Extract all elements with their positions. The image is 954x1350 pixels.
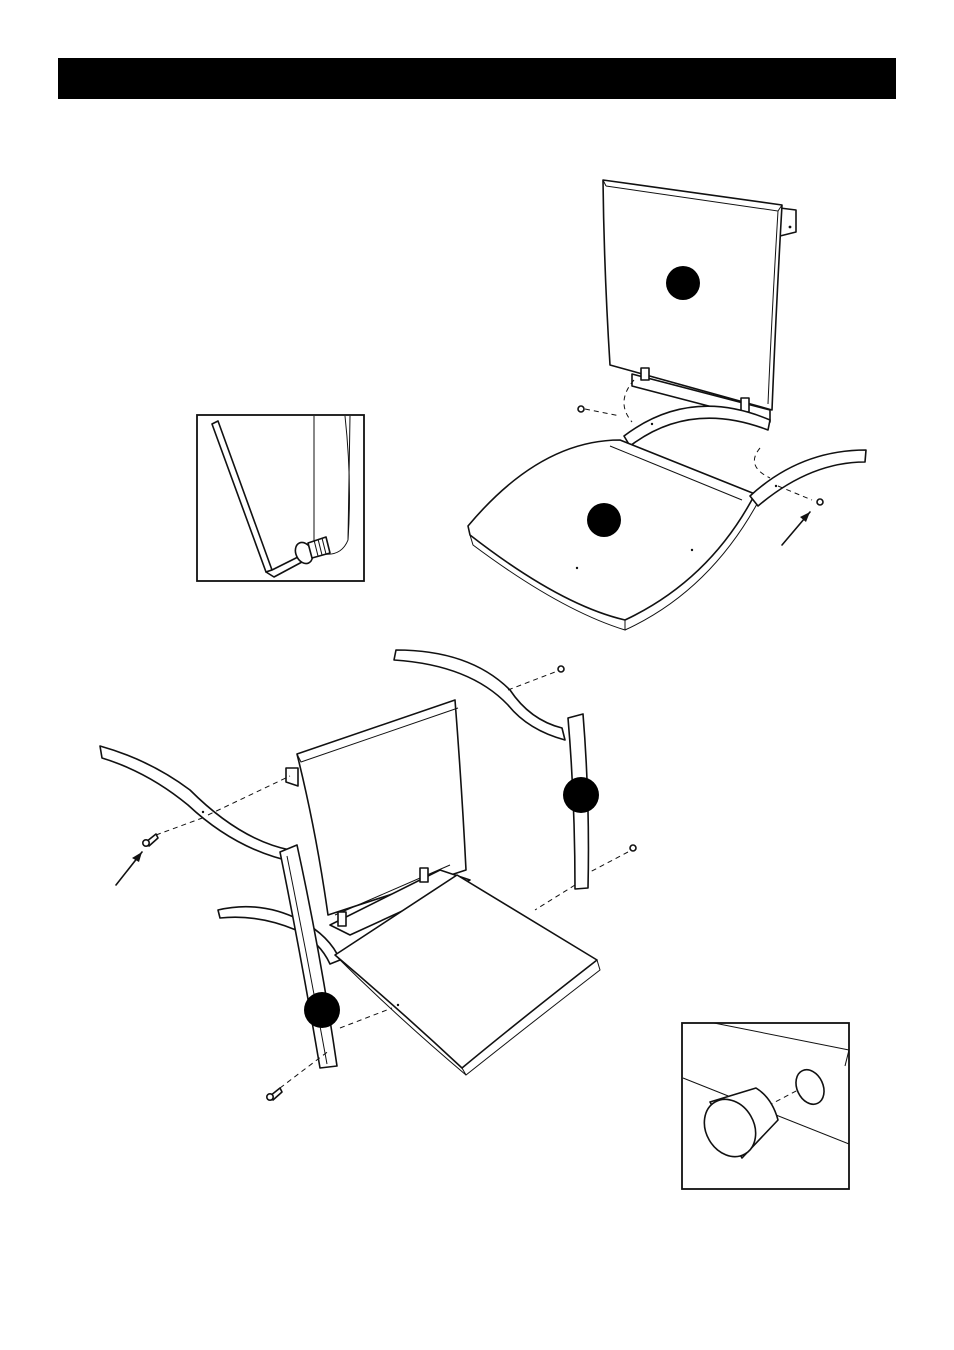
screw-bottom <box>267 1088 282 1100</box>
bottom-assembly <box>100 650 636 1100</box>
arrow-icon <box>132 852 142 862</box>
left-rail <box>100 746 294 862</box>
allen-key-detail <box>197 415 364 581</box>
arrow-icon <box>800 512 810 522</box>
right-leg-callout <box>563 777 599 813</box>
top-assembly <box>468 180 866 630</box>
screw-head <box>817 499 823 505</box>
lower-rail <box>218 907 340 964</box>
backrest-callout <box>666 266 700 300</box>
screw-head <box>558 666 564 672</box>
seat-panel <box>468 440 757 630</box>
left-leg-callout <box>304 992 340 1028</box>
backrest-bracket <box>780 208 796 236</box>
screw-left <box>143 834 158 846</box>
front-rail <box>750 450 866 506</box>
screw-head <box>578 406 584 412</box>
screw-head <box>630 845 636 851</box>
dowel-detail <box>682 1023 849 1189</box>
seat-callout <box>587 503 621 537</box>
rear-rail <box>624 406 770 446</box>
